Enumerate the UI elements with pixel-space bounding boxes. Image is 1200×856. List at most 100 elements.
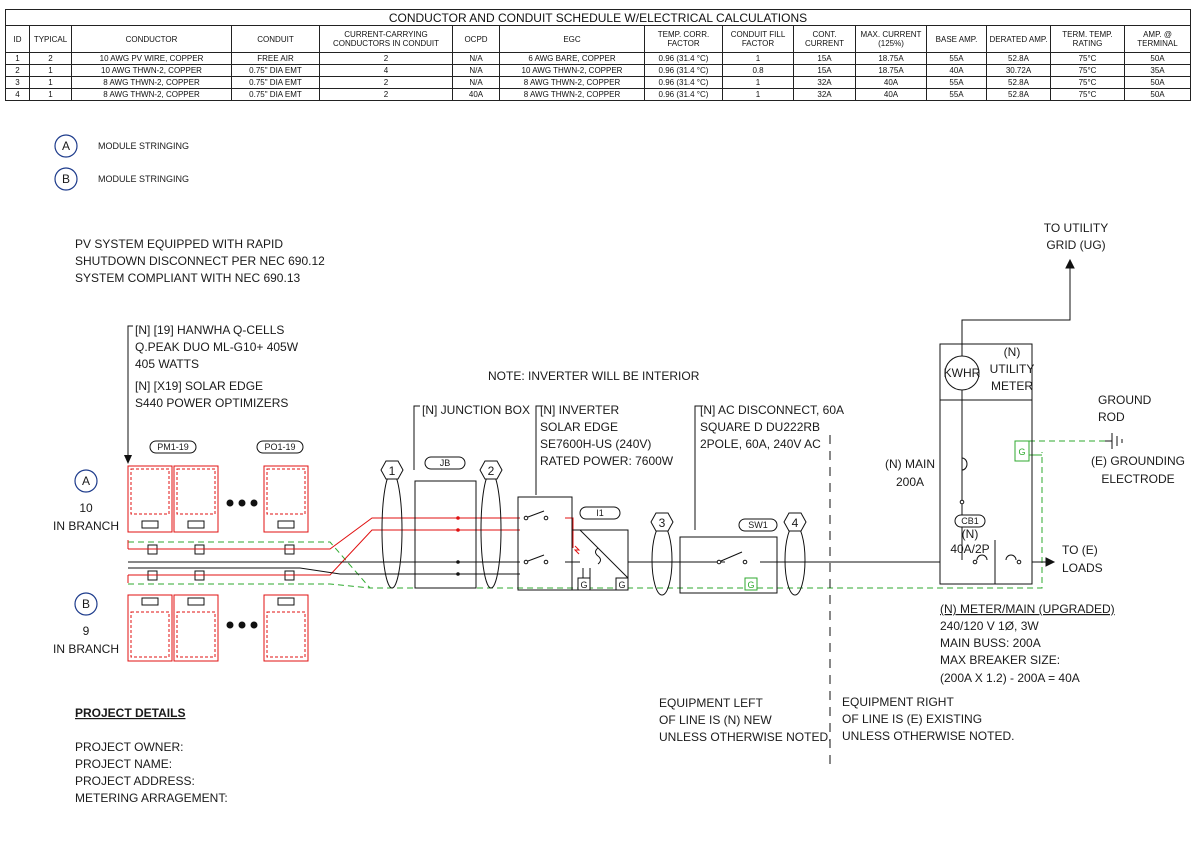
schedule-header-cell: EGC xyxy=(499,25,645,53)
string-b-label: B 9 IN BRANCH xyxy=(53,592,119,656)
svg-text:UTILITY: UTILITY xyxy=(990,362,1035,376)
ground-symbol-icon xyxy=(1105,433,1123,449)
module-note: [N] [19] HANWHA Q-CELLS Q.PEAK DUO ML-G1… xyxy=(124,323,299,464)
svg-text:LOADS: LOADS xyxy=(1062,561,1103,575)
pv-module-icon xyxy=(173,465,219,533)
ground-terminal-icon: G xyxy=(744,577,758,591)
meter-main-title: (N) METER/MAIN (UPGRADED) xyxy=(940,602,1115,616)
svg-text:UNLESS OTHERWISE NOTED.: UNLESS OTHERWISE NOTED. xyxy=(659,730,831,744)
po-tag: PO1-19 xyxy=(256,440,304,454)
schedule-header-cell: TEMP. CORR. FACTOR xyxy=(644,25,723,53)
svg-text:4: 4 xyxy=(792,516,799,530)
schedule-header-cell: CONDUIT xyxy=(231,25,320,53)
svg-text:G: G xyxy=(747,580,754,590)
ground-rod: GROUND ROD (E) GROUNDING ELECTRODE xyxy=(1091,393,1185,486)
schedule-cell: 50A xyxy=(1124,88,1191,101)
pm-tag: PM1-19 xyxy=(149,440,197,454)
svg-text:OF LINE IS (N) NEW: OF LINE IS (N) NEW xyxy=(659,713,772,727)
utility-grid-label: TO UTILITY GRID (UG) xyxy=(1044,221,1108,252)
svg-text:SOLAR EDGE: SOLAR EDGE xyxy=(540,420,618,434)
ac-disconnect: [N] AC DISCONNECT, 60A SQUARE D DU222RB … xyxy=(679,403,844,594)
meter-main-panel: KWHR (N) UTILITY METER CB1 (N) 40A/2P (N… xyxy=(885,343,1035,585)
svg-text:A: A xyxy=(82,474,90,488)
system-note-line: PV SYSTEM EQUIPPED WITH RAPID xyxy=(75,237,283,251)
disconnect-switch-icon xyxy=(716,551,748,565)
svg-text:3: 3 xyxy=(659,516,666,530)
svg-text:(E) GROUNDING: (E) GROUNDING xyxy=(1091,454,1185,468)
svg-text:(N) MAIN: (N) MAIN xyxy=(885,457,935,471)
svg-text:OF LINE IS (E) EXISTING: OF LINE IS (E) EXISTING xyxy=(842,712,982,726)
junction-box: JB [N] JUNCTION BOX xyxy=(413,403,530,589)
module-note-line: [N] [X19] SOLAR EDGE xyxy=(135,379,263,393)
system-note-line: SHUTDOWN DISCONNECT PER NEC 690.12 xyxy=(75,254,325,268)
pv-module-icon xyxy=(263,465,309,533)
schedule-cell: 4 xyxy=(5,88,30,101)
meter-main-spec: (N) METER/MAIN (UPGRADED) 240/120 V 1Ø, … xyxy=(940,602,1115,685)
svg-text:2: 2 xyxy=(488,464,495,478)
system-note: PV SYSTEM EQUIPPED WITH RAPID SHUTDOWN D… xyxy=(75,237,325,285)
svg-text:(200A X 1.2) - 200A = 40A: (200A X 1.2) - 200A = 40A xyxy=(940,671,1080,685)
project-details: PROJECT DETAILS PROJECT OWNER: PROJECT N… xyxy=(75,706,228,805)
jbox-note: [N] JUNCTION BOX xyxy=(422,403,530,417)
svg-text:PROJECT OWNER:: PROJECT OWNER: xyxy=(75,740,183,754)
dc-conductors xyxy=(127,517,581,583)
schedule-header-cell: MAX. CURRENT (125%) xyxy=(855,25,927,53)
inverter: NOTE: INVERTER WILL BE INTERIOR [N] INVE… xyxy=(488,369,700,591)
svg-text:GROUND: GROUND xyxy=(1098,393,1152,407)
legend-item-a: A MODULE STRINGING xyxy=(54,134,189,158)
svg-text:(N): (N) xyxy=(1004,345,1021,359)
ellipsis-dots-icon xyxy=(226,499,258,507)
svg-text:SQUARE D DU222RB: SQUARE D DU222RB xyxy=(700,420,820,434)
schedule-header-cell: CONT. CURRENT xyxy=(793,25,856,53)
svg-text:EQUIPMENT RIGHT: EQUIPMENT RIGHT xyxy=(842,695,954,709)
pv-module-icon xyxy=(127,594,173,662)
legend-a-letter: A xyxy=(62,139,70,153)
svg-text:G: G xyxy=(580,580,587,590)
schedule-header-cell: TERM. TEMP. RATING xyxy=(1050,25,1125,53)
svg-text:MAX BREAKER SIZE:: MAX BREAKER SIZE: xyxy=(940,653,1060,667)
svg-text:UNLESS OTHERWISE NOTED.: UNLESS OTHERWISE NOTED. xyxy=(842,729,1014,743)
svg-text:40A/2P: 40A/2P xyxy=(950,542,989,556)
svg-text:RATED POWER: 7600W: RATED POWER: 7600W xyxy=(540,454,674,468)
disconnect-switch-icon xyxy=(523,510,549,565)
equipment-right-note: EQUIPMENT RIGHT OF LINE IS (E) EXISTING … xyxy=(842,695,1014,743)
svg-text:IN BRANCH: IN BRANCH xyxy=(53,519,119,533)
conduit-ovals xyxy=(381,471,806,596)
conductor-schedule-table: CONDUCTOR AND CONDUIT SCHEDULE W/ELECTRI… xyxy=(5,9,1191,101)
svg-text:EQUIPMENT LEFT: EQUIPMENT LEFT xyxy=(659,696,763,710)
schedule-header-cell: AMP. @ TERMINAL xyxy=(1124,25,1191,53)
jbox-tag: JB xyxy=(440,458,451,468)
module-note-line: 405 WATTS xyxy=(135,357,199,371)
svg-text:10: 10 xyxy=(79,501,93,515)
svg-text:MAIN BUSS: 200A: MAIN BUSS: 200A xyxy=(940,636,1041,650)
svg-text:METERING ARRAGEMENT:: METERING ARRAGEMENT: xyxy=(75,791,228,805)
schedule-header-cell: CONDUIT FILL FACTOR xyxy=(722,25,794,53)
pv-string-a xyxy=(127,465,309,533)
legend-b-letter: B xyxy=(62,172,70,186)
cb-tag: CB1 xyxy=(961,516,979,526)
inverter-tag: I1 xyxy=(596,508,604,518)
schedule-cell: 55A xyxy=(926,88,987,101)
module-note-line: S440 POWER OPTIMIZERS xyxy=(135,396,288,410)
legend-b-label: MODULE STRINGING xyxy=(98,174,189,184)
svg-text:G: G xyxy=(618,580,625,590)
pv-module-icon xyxy=(263,594,309,662)
svg-text:TO UTILITY: TO UTILITY xyxy=(1044,221,1108,235)
svg-text:PM1-19: PM1-19 xyxy=(157,442,189,452)
ground-terminal-icon: G xyxy=(577,577,591,591)
equipment-left-note: EQUIPMENT LEFT OF LINE IS (N) NEW UNLESS… xyxy=(659,696,831,744)
legend-item-b: B MODULE STRINGING xyxy=(54,167,189,191)
conduit-tag-2: 2 xyxy=(479,460,503,480)
svg-text:TO (E): TO (E) xyxy=(1062,543,1098,557)
schedule-cell: 52.8A xyxy=(986,88,1051,101)
project-details-heading: PROJECT DETAILS xyxy=(75,706,185,720)
schedule-cell: 1 xyxy=(29,88,72,101)
svg-text:ROD: ROD xyxy=(1098,410,1125,424)
schedule-header-cell: CURRENT-CARRYING CONDUCTORS IN CONDUIT xyxy=(319,25,453,53)
string-a-label: A 10 IN BRANCH xyxy=(53,469,119,533)
pv-string-b xyxy=(127,594,309,662)
svg-text:[N] INVERTER: [N] INVERTER xyxy=(540,403,619,417)
